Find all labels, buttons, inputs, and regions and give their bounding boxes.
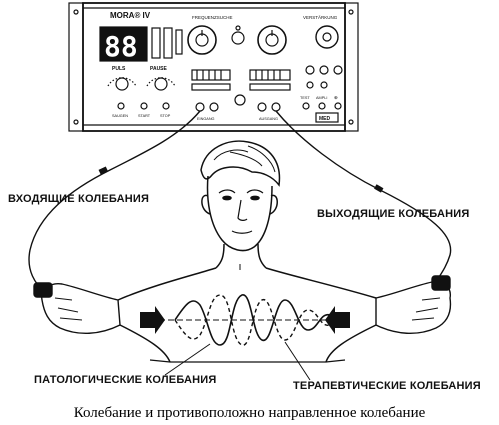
switch-label-stop: STOP bbox=[160, 114, 171, 118]
amplification-label: VERSTÄRKUNG bbox=[303, 14, 338, 20]
ampli-label: AMPLI bbox=[316, 96, 327, 100]
outgoing-arrow bbox=[325, 306, 350, 334]
switch-label-start: START bbox=[138, 114, 151, 118]
right-electrode bbox=[431, 275, 451, 291]
switch-bank-right bbox=[249, 69, 291, 91]
device-brand: MORA® IV bbox=[110, 11, 151, 20]
therapeutic-label: ТЕРАПЕВТИЧЕСКИЕ КОЛЕБАНИЯ bbox=[293, 380, 481, 392]
second-dial bbox=[257, 25, 287, 55]
incoming-label: ВХОДЯЩИЕ КОЛЕБАНИЯ bbox=[8, 193, 150, 205]
device-display bbox=[99, 26, 148, 62]
frequency-label: FREQUENZSUCHE bbox=[192, 15, 233, 20]
therapeutic-wave bbox=[174, 294, 331, 346]
pulse-knob bbox=[115, 77, 129, 91]
waves bbox=[150, 294, 348, 346]
person-face bbox=[206, 175, 273, 252]
input-cable-clip bbox=[98, 166, 108, 175]
output-jack-2 bbox=[271, 102, 281, 112]
device-left-ear bbox=[68, 2, 84, 132]
output-cable-clip bbox=[374, 184, 384, 193]
pathological-label: ПАТОЛОГИЧЕСКИЕ КОЛЕБАНИЯ bbox=[34, 374, 217, 386]
incoming-arrow bbox=[140, 306, 165, 334]
person-figure bbox=[117, 140, 377, 363]
pause-label: PAUSE bbox=[150, 66, 168, 72]
output-cable bbox=[275, 110, 452, 283]
amplification-dial bbox=[315, 25, 339, 49]
pause-knob bbox=[154, 77, 168, 91]
output-label: AUSGANG bbox=[259, 117, 278, 121]
pathological-leader bbox=[164, 343, 211, 376]
device-logo: MED bbox=[319, 116, 331, 122]
cables bbox=[28, 110, 452, 293]
device-body bbox=[82, 2, 346, 132]
therapeutic-leader bbox=[284, 341, 311, 381]
outgoing-label: ВЫХОДЯЩИЕ КОЛЕБАНИЯ bbox=[317, 208, 470, 220]
left-hand bbox=[33, 282, 121, 335]
middle-knob bbox=[231, 31, 245, 45]
left-electrode bbox=[33, 282, 53, 298]
input-cable bbox=[28, 110, 201, 293]
input-jack-1 bbox=[195, 102, 205, 112]
figure-caption: Колебание и противоположно направленное … bbox=[73, 405, 426, 421]
switch-bank-left bbox=[191, 69, 231, 91]
pulse-label: PULS bbox=[112, 66, 126, 72]
display-digits: 88 bbox=[104, 30, 138, 63]
input-jack-2 bbox=[209, 102, 219, 112]
person-hair bbox=[200, 140, 281, 187]
test-label: TEST bbox=[300, 96, 310, 100]
right-hand bbox=[375, 275, 452, 335]
switch-label-saugen: SAUGEN bbox=[112, 114, 128, 118]
device-unit bbox=[68, 2, 359, 132]
frequency-dial bbox=[187, 25, 217, 55]
ground-jack bbox=[234, 94, 246, 106]
output-jack-1 bbox=[257, 102, 267, 112]
input-label: EINGANG bbox=[197, 117, 215, 121]
device-right-ear bbox=[344, 2, 359, 132]
pathological-wave bbox=[174, 294, 331, 346]
plus-label: ⊕ bbox=[334, 95, 338, 100]
